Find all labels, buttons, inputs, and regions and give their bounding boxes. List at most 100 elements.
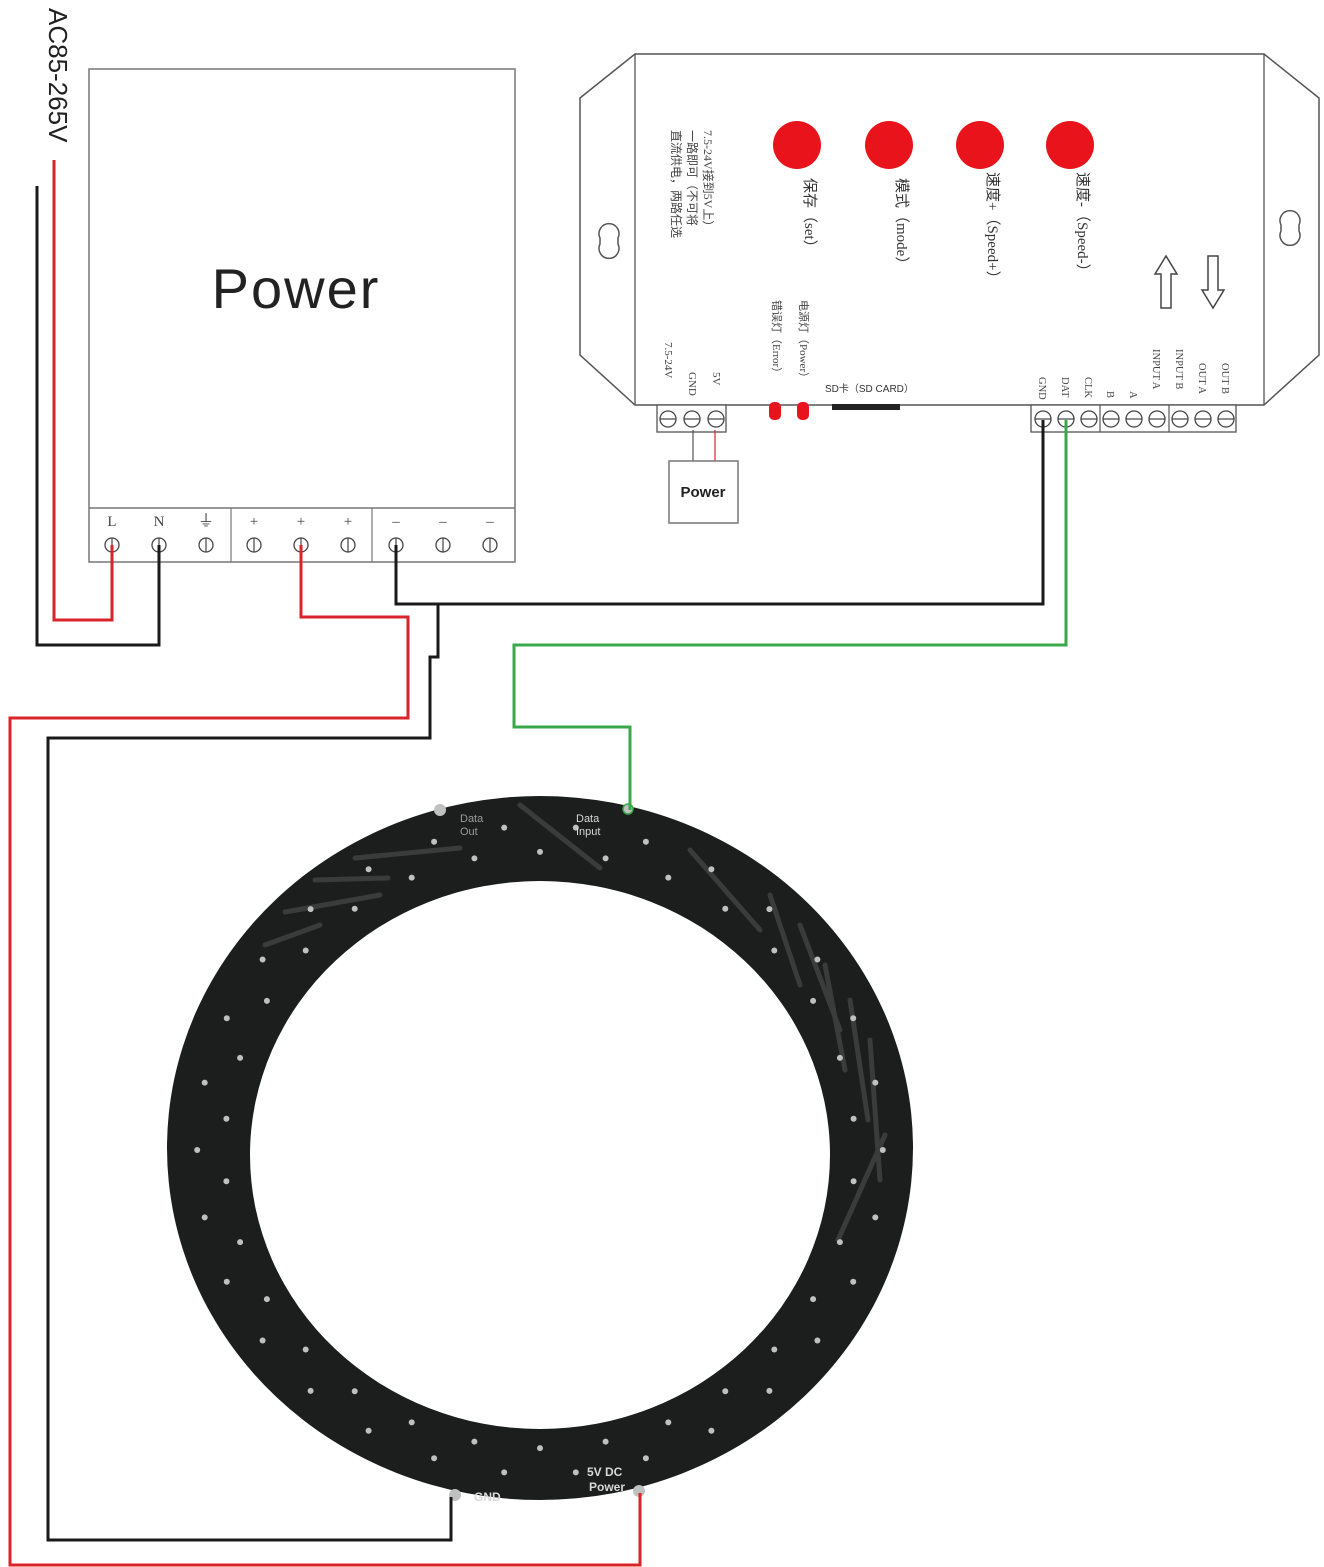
led-pad	[237, 1054, 244, 1061]
pcb-trace	[517, 802, 603, 871]
led-pad	[602, 1438, 609, 1445]
led-pad	[431, 838, 438, 845]
led-pad	[836, 1054, 843, 1061]
controller-output-terminal-label: INPUT B	[1173, 349, 1184, 389]
led-pad	[307, 1387, 314, 1394]
led-pad	[665, 874, 672, 881]
led-pad	[201, 1214, 208, 1221]
controller-output-terminal-label: INPUT A	[1150, 349, 1161, 390]
led-pad	[471, 855, 478, 862]
mount-hole-left-icon	[598, 222, 620, 260]
controller-power-box-label: Power	[680, 484, 725, 501]
led-pad	[850, 1178, 857, 1185]
led-pad	[722, 905, 729, 912]
speed-up-button[interactable]	[956, 121, 1004, 169]
led-pad	[201, 1079, 208, 1086]
led-pad	[572, 1469, 579, 1476]
pcb-trace	[352, 845, 463, 861]
led-pad	[872, 1214, 879, 1221]
led-pad	[351, 905, 358, 912]
led-pad	[836, 1239, 843, 1246]
led-pad	[850, 1015, 857, 1022]
pcb-trace	[282, 892, 383, 915]
sd-card-label: SD卡（SD CARD）	[825, 382, 914, 395]
psu-terminal-label: –	[438, 514, 447, 530]
led-pad	[708, 866, 715, 873]
power-pad[interactable]	[633, 1485, 645, 1497]
supply-voltage-label: AC85-265V	[43, 8, 73, 143]
sd-card-slot[interactable]	[832, 404, 900, 410]
pcb-trace	[687, 847, 763, 933]
wire-vplus	[8, 545, 642, 1567]
psu-terminal-label: N	[154, 514, 165, 530]
led-pad	[771, 947, 778, 954]
mode-button[interactable]	[865, 121, 913, 169]
led-pad	[766, 906, 773, 913]
power-label-2: Power	[589, 1480, 625, 1494]
ring-led-pads	[194, 824, 886, 1476]
led-pad	[259, 956, 266, 963]
pcb-trace	[767, 892, 803, 988]
led-pad	[642, 838, 649, 845]
wire-ac-neutral	[35, 186, 161, 647]
led-pad	[810, 1296, 817, 1303]
led-pad	[501, 824, 508, 831]
ring-traces	[262, 802, 888, 1243]
wire-gnd-psu	[394, 420, 1045, 606]
led-pad	[259, 1337, 266, 1344]
led-ring: Data Out Data Input GND 5V DC Power	[167, 796, 913, 1504]
led-pad	[665, 1419, 672, 1426]
controller-output-terminal-label: B	[1104, 391, 1115, 398]
led-pad	[263, 997, 270, 1004]
error-led	[769, 402, 781, 420]
led-pad	[263, 1296, 270, 1303]
wire-ac-live	[52, 160, 114, 622]
controller-note-3: 7.5-24V接到5V上）	[701, 130, 716, 232]
led-pad	[365, 1427, 372, 1434]
psu-terminal-label: +	[297, 514, 305, 530]
led-pad	[771, 1346, 778, 1353]
led-pad	[879, 1147, 886, 1153]
controller-output-terminal-label: CLK	[1082, 377, 1093, 398]
arrow-down-icon	[1200, 255, 1226, 310]
mount-hole-right-icon	[1279, 209, 1301, 247]
controller-output-terminal-label: OUT A	[1196, 363, 1207, 394]
psu-terminal-label: L	[107, 514, 116, 530]
speed-down-button-label: 速度-（Speed-）	[1074, 172, 1091, 279]
data-out-label-2: Out	[460, 826, 478, 838]
pcb-trace	[835, 1132, 888, 1243]
data-out-pad[interactable]	[434, 804, 446, 816]
controller-output-terminal-label: OUT B	[1219, 363, 1230, 394]
led-pad	[537, 1445, 543, 1452]
led-pad	[810, 997, 817, 1004]
ring-pcb	[167, 796, 913, 1500]
led-pad	[642, 1455, 649, 1462]
set-button-label: 保存（set）	[801, 178, 818, 255]
led-pad	[722, 1388, 729, 1395]
power-led-label: 电源灯（Power）	[797, 300, 811, 383]
speed-up-button-label: 速度+（Speed+）	[984, 172, 1001, 286]
psu-terminal-label: –	[485, 514, 494, 530]
psu-terminal-label: ⏚	[198, 512, 214, 530]
mode-button-label: 模式（mode）	[893, 178, 910, 271]
speed-down-button[interactable]	[1046, 121, 1094, 169]
pcb-trace	[312, 875, 391, 883]
controller: 直流供电，两路任选 一路即可（不可将 7.5-24V接到5V上） 保存（set）…	[579, 53, 1320, 524]
led-pad	[351, 1388, 358, 1395]
psu-title: Power	[212, 257, 381, 320]
pcb-trace	[262, 922, 323, 948]
set-button[interactable]	[773, 121, 821, 169]
controller-note-1: 直流供电，两路任选	[669, 130, 684, 238]
led-pad	[408, 1419, 415, 1426]
pcb-trace	[867, 1037, 883, 1183]
power-label-1: 5V DC	[587, 1465, 623, 1479]
psu-terminal-label: –	[391, 514, 400, 530]
controller-output-terminal-block	[1030, 404, 1237, 433]
led-pad	[850, 1278, 857, 1285]
controller-power-terminal-block	[656, 404, 727, 433]
controller-note-2: 一路即可（不可将	[685, 130, 700, 226]
controller-output-terminal-label: A	[1127, 391, 1138, 399]
